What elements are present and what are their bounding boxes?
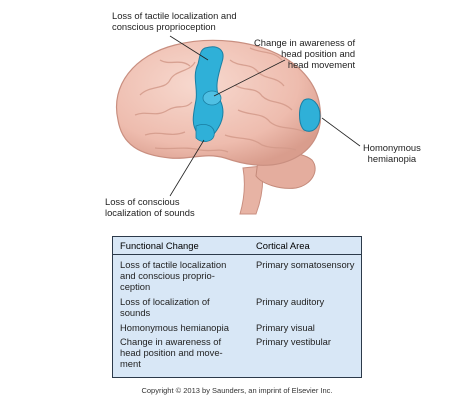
callout-hemianopia: Homonymous hemianopia [363, 142, 421, 164]
auditory-region [195, 124, 215, 142]
row-area: Primary auditory [256, 296, 325, 307]
leader-lines [169, 35, 361, 197]
brain-illustration [116, 35, 361, 215]
row-change: Homonymous hemianopia [120, 322, 229, 333]
row-area: Primary visual [256, 322, 315, 333]
callout-vestibular: Change in awareness of head position and… [254, 37, 356, 70]
brain-figure: Loss of tactile localization and conscio… [105, 10, 421, 218]
table-header: Functional Change Cortical Area [113, 237, 361, 255]
function-table: Functional Change Cortical Area Loss of … [112, 236, 362, 378]
gyri-lines [134, 47, 306, 153]
visual-region [299, 98, 321, 132]
header-cortical-area: Cortical Area [256, 240, 310, 251]
row-change: Loss of tactile localization and conscio… [120, 259, 227, 292]
callout-tactile: Loss of tactile localization and conscio… [112, 10, 237, 32]
row-change: Change in awareness of head position and… [120, 336, 223, 369]
header-functional-change: Functional Change [120, 240, 199, 251]
row-area: Primary vestibular [256, 336, 332, 347]
vestibular-region [202, 90, 222, 106]
callout-sounds: Loss of conscious localization of sounds [105, 196, 195, 218]
row-area: Primary somatosensory [256, 259, 355, 270]
row-change: Loss of localization of sounds [120, 296, 210, 318]
copyright-text: Copyright © 2013 by Saunders, an imprint… [141, 386, 333, 395]
